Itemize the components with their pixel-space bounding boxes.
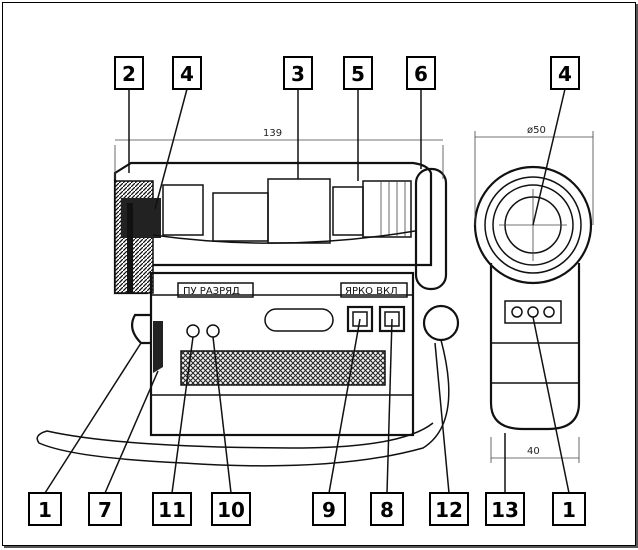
callout-bottom-8: 1 (562, 498, 576, 522)
end-cap-stripe (127, 203, 133, 293)
flashlight-technical-drawing: 139 ø50 40 (28, 56, 594, 526)
callout-box-1b (552, 492, 586, 526)
callouts-bottom: 1 7 11 10 9 8 12 13 1 (28, 492, 586, 526)
panel-label-right: ЯРКО ВКЛ (345, 286, 398, 297)
switch-bright-inner (352, 311, 368, 327)
callout-box-6 (406, 56, 436, 90)
leader-lines (44, 88, 570, 494)
internal-part-b (212, 192, 269, 242)
diameter-dimension-label: ø50 (527, 125, 546, 136)
callouts-top: 2 4 3 5 6 4 (114, 56, 580, 90)
middle-rim (484, 176, 582, 274)
reflector-section (362, 180, 412, 238)
callout-top-0: 2 (122, 62, 136, 86)
callout-box-11 (152, 492, 192, 526)
callout-top-2: 3 (291, 62, 305, 86)
callout-box-4 (172, 56, 202, 90)
callout-box-9 (312, 492, 346, 526)
indicator-lamp-10 (206, 324, 220, 338)
callout-box-3 (283, 56, 313, 90)
panel-label-box-right (340, 282, 408, 298)
callout-box-12 (429, 492, 469, 526)
callout-bottom-7: 13 (491, 498, 519, 522)
clip-latch (153, 321, 163, 373)
lens-cap (414, 167, 448, 291)
panel-label-left: ПУ РАЗРЯД (183, 286, 240, 297)
callout-box-8 (370, 492, 404, 526)
callout-box-4b (550, 56, 580, 90)
switch-bright (346, 305, 374, 333)
internal-part-a (162, 184, 204, 236)
dimension-length: 139 (114, 128, 444, 179)
width-dimension-label: 40 (527, 446, 540, 457)
callout-box-2 (114, 56, 144, 90)
speaker-grill (180, 350, 386, 386)
callout-bottom-1: 7 (98, 498, 112, 522)
indicator-lamp-11 (186, 324, 200, 338)
connector-block (504, 300, 562, 324)
internal-part-c (332, 186, 364, 236)
length-dimension-label: 139 (263, 128, 282, 139)
end-body (489, 263, 581, 431)
end-view: ø50 40 (473, 125, 594, 463)
callout-bottom-0: 1 (38, 498, 52, 522)
callout-box-5 (343, 56, 373, 90)
barrel-curve (152, 230, 416, 244)
lanyard-strap (36, 339, 450, 467)
connector-pin-1 (511, 306, 523, 318)
inner-rim (492, 184, 574, 266)
callout-bottom-4: 9 (322, 498, 336, 522)
slider-slot (264, 308, 334, 332)
callout-top-1: 4 (180, 62, 194, 86)
reflector-ribs (380, 181, 406, 237)
lower-housing (149, 271, 415, 437)
callout-top-5: 4 (558, 62, 572, 86)
callout-box-1 (28, 492, 62, 526)
callout-bottom-3: 10 (217, 498, 245, 522)
lanyard-ring (422, 304, 460, 342)
callout-bottom-6: 12 (435, 498, 463, 522)
connector-pin-3 (543, 306, 555, 318)
callout-box-10 (211, 492, 251, 526)
connector-pin-2 (527, 306, 539, 318)
callout-bottom-5: 8 (380, 498, 394, 522)
callout-bottom-2: 11 (158, 498, 186, 522)
callout-box-13 (485, 492, 525, 526)
side-view (36, 161, 460, 467)
callout-box-7 (88, 492, 122, 526)
lamp-block (267, 178, 331, 244)
belt-clip (130, 313, 151, 345)
callout-top-3: 5 (351, 62, 365, 86)
panel-label-box-left (177, 282, 254, 298)
callout-top-4: 6 (414, 62, 428, 86)
